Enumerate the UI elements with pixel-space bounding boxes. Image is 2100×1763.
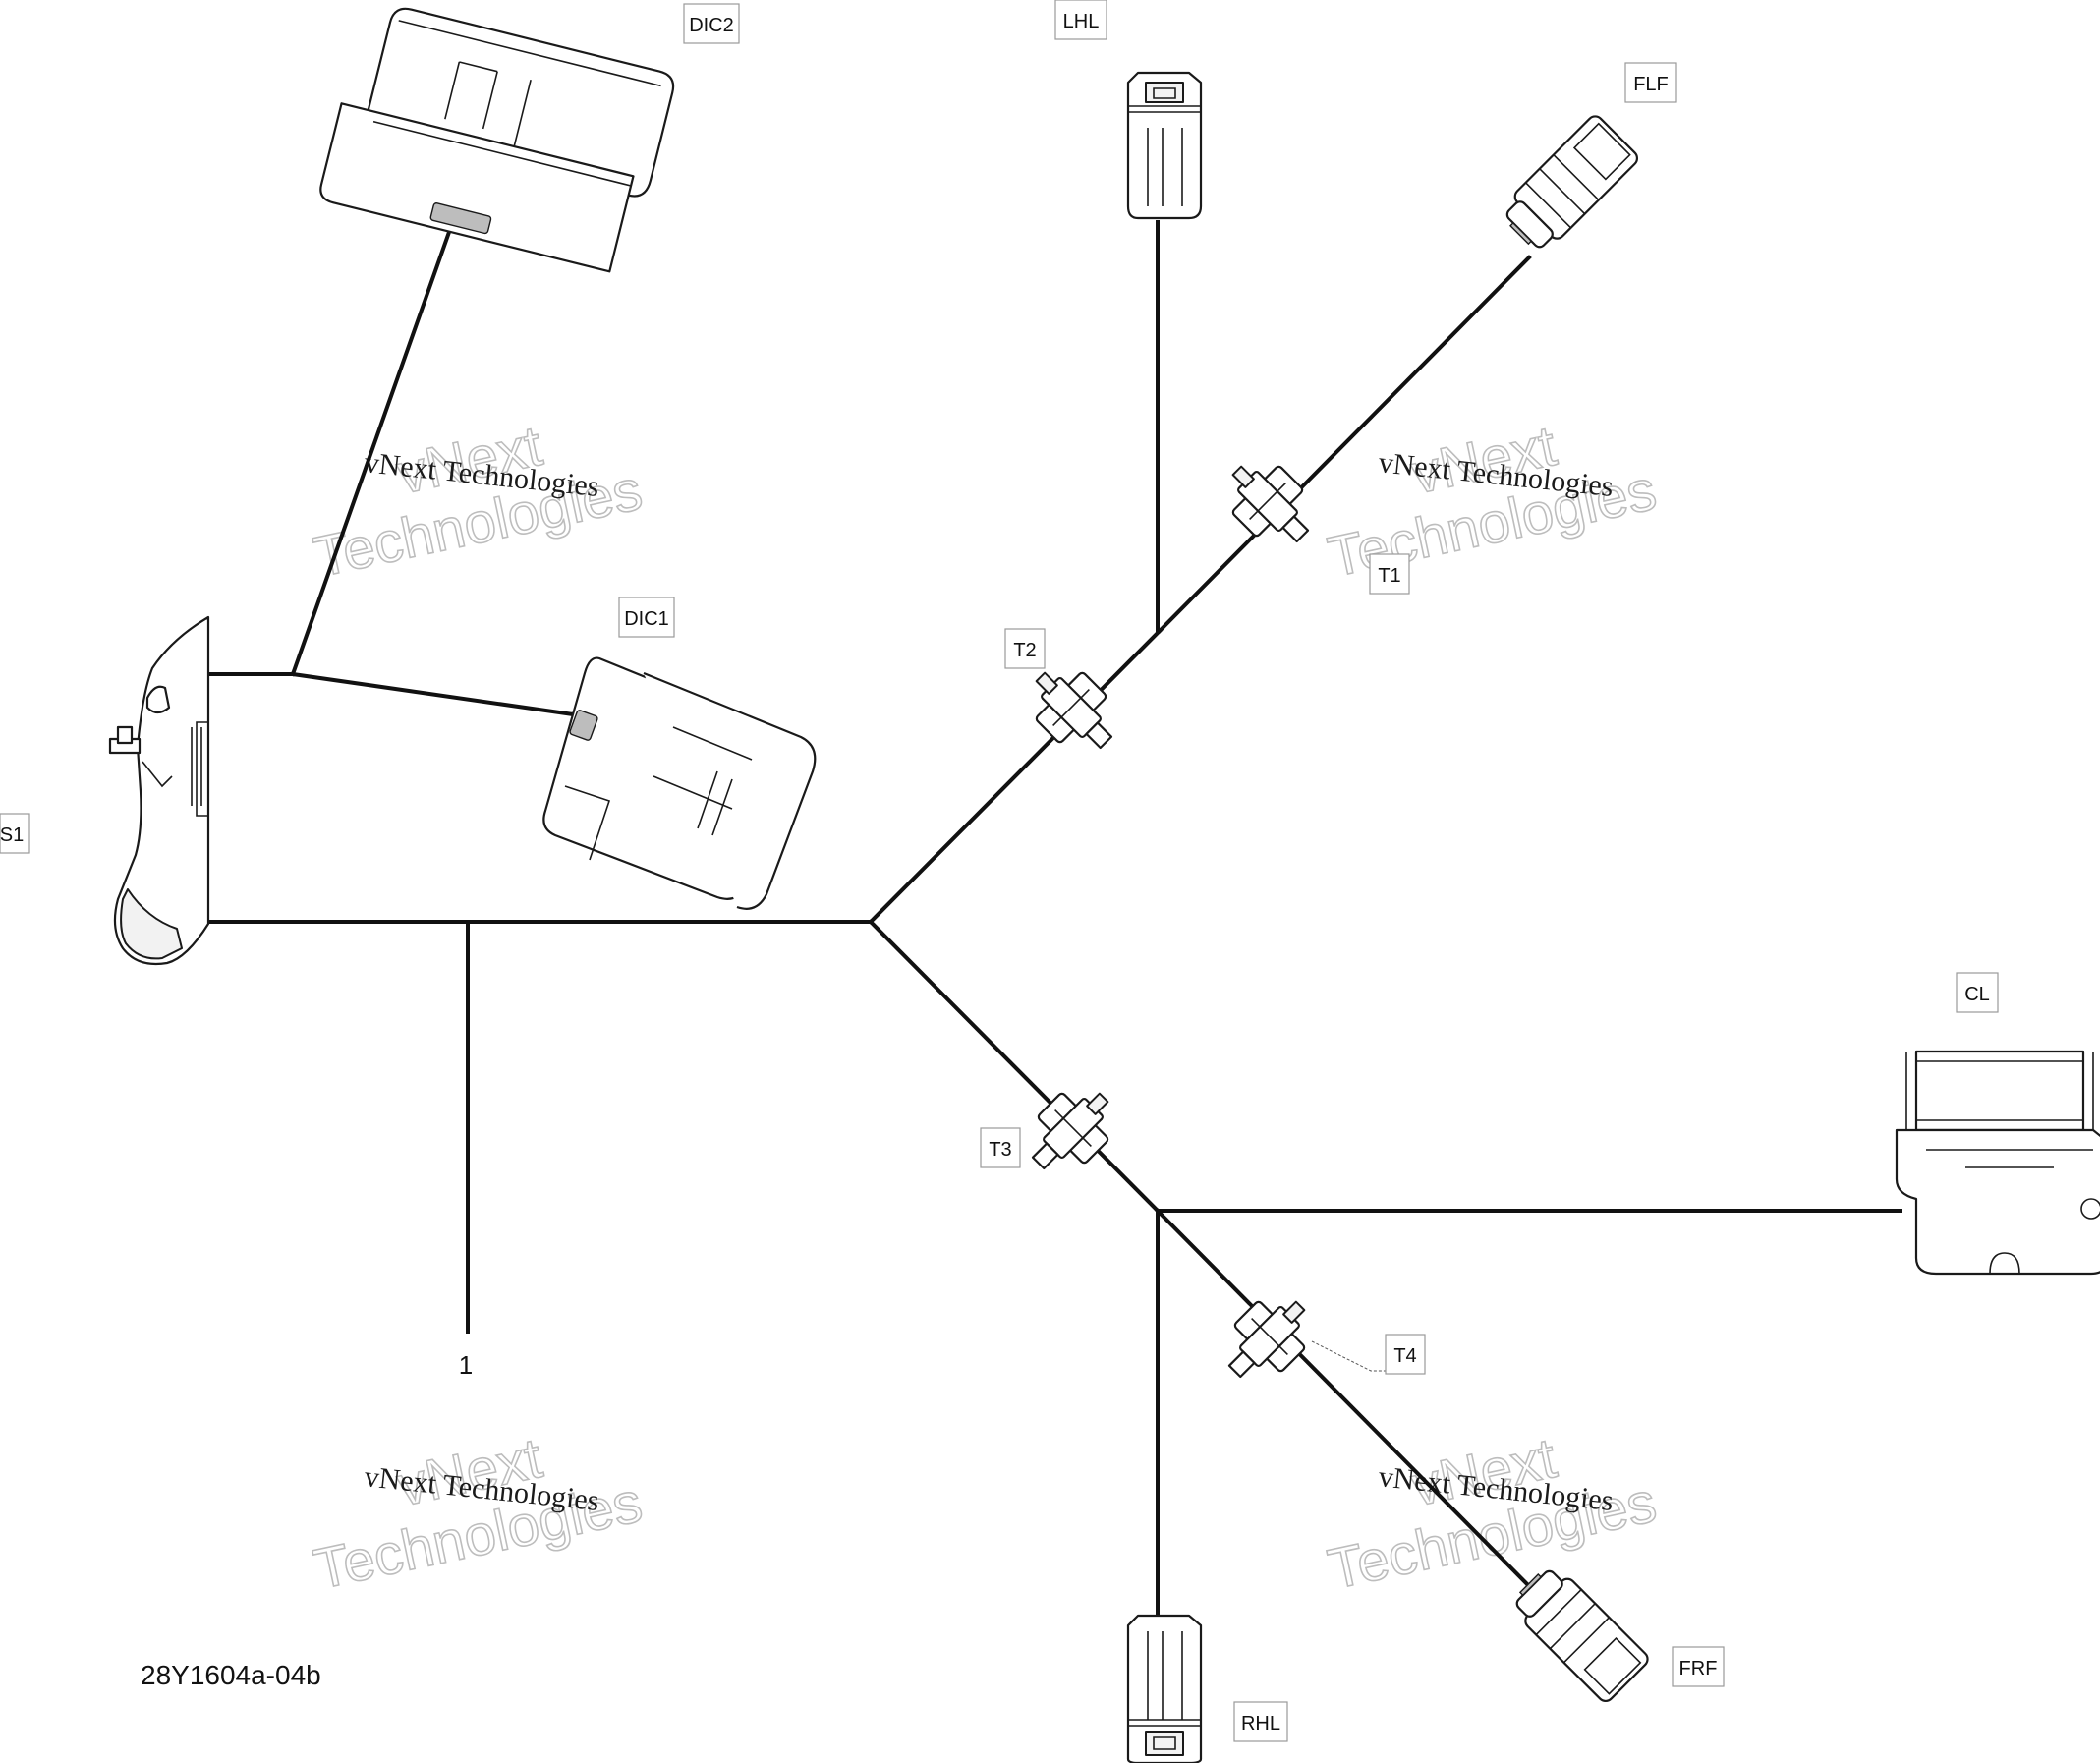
label-cl-text: CL <box>1964 984 1990 1005</box>
label-lhl: LHL <box>1054 0 1107 40</box>
t4-clip[interactable] <box>1212 1282 1325 1395</box>
frf-connector[interactable] <box>1506 1561 1650 1704</box>
label-t1: T1 <box>1369 553 1410 595</box>
s1-switch[interactable] <box>108 615 210 966</box>
watermark-top-left: vNext Technologies vNext Technologies <box>308 413 648 590</box>
label-t4-text: T4 <box>1393 1345 1416 1367</box>
wire-to-frf <box>1155 1208 1536 1593</box>
rhl-connector[interactable] <box>1126 1614 1203 1763</box>
wire-to-flf <box>1157 255 1532 634</box>
label-t2-text: T2 <box>1013 640 1036 661</box>
label-s1: S1 <box>0 813 30 854</box>
label-dic2: DIC2 <box>683 3 740 44</box>
flf-connector[interactable] <box>1497 113 1640 256</box>
cl-connector[interactable] <box>1895 1050 2100 1276</box>
dic2-connector[interactable] <box>317 0 676 276</box>
label-cl: CL <box>1956 972 1999 1013</box>
label-t3-text: T3 <box>989 1139 1011 1161</box>
wire-to-dic1 <box>290 671 583 718</box>
label-rhl: RHL <box>1233 1701 1288 1742</box>
label-t3: T3 <box>980 1127 1021 1168</box>
label-flf-text: FLF <box>1633 74 1669 95</box>
label-t1-text: T1 <box>1378 565 1400 587</box>
label-dic1-text: DIC1 <box>624 608 669 630</box>
label-frf-text: FRF <box>1679 1658 1718 1679</box>
label-dic2-text: DIC2 <box>689 15 734 36</box>
label-dic1: DIC1 <box>618 597 675 638</box>
wire-lower-trunk <box>868 919 1161 1214</box>
watermark-bottom-right: vNext Technologies vNext Technologies <box>1322 1425 1662 1602</box>
label-s1-text: S1 <box>0 825 24 846</box>
label-t4: T4 <box>1385 1334 1426 1375</box>
wire-to-dic2 <box>290 215 457 677</box>
harness-wires <box>206 215 1902 1619</box>
label-rhl-text: RHL <box>1241 1713 1280 1735</box>
t2-clip[interactable] <box>1017 654 1130 767</box>
dic1-connector[interactable] <box>542 656 817 910</box>
label-frf: FRF <box>1672 1646 1725 1687</box>
label-lhl-text: LHL <box>1063 11 1100 32</box>
t4-leader <box>1311 1340 1386 1372</box>
label-flf: FLF <box>1624 62 1677 103</box>
watermark-bottom-left: vNext Technologies vNext Technologies <box>308 1425 648 1602</box>
reference-code: 28Y1604a-04b <box>141 1660 321 1690</box>
lhl-connector[interactable] <box>1126 71 1203 220</box>
callout-1: 1 <box>459 1350 473 1380</box>
t1-clip[interactable] <box>1214 447 1327 560</box>
label-t2: T2 <box>1004 628 1046 669</box>
t3-clip[interactable] <box>1015 1074 1128 1187</box>
wire-upper-trunk <box>868 628 1163 925</box>
